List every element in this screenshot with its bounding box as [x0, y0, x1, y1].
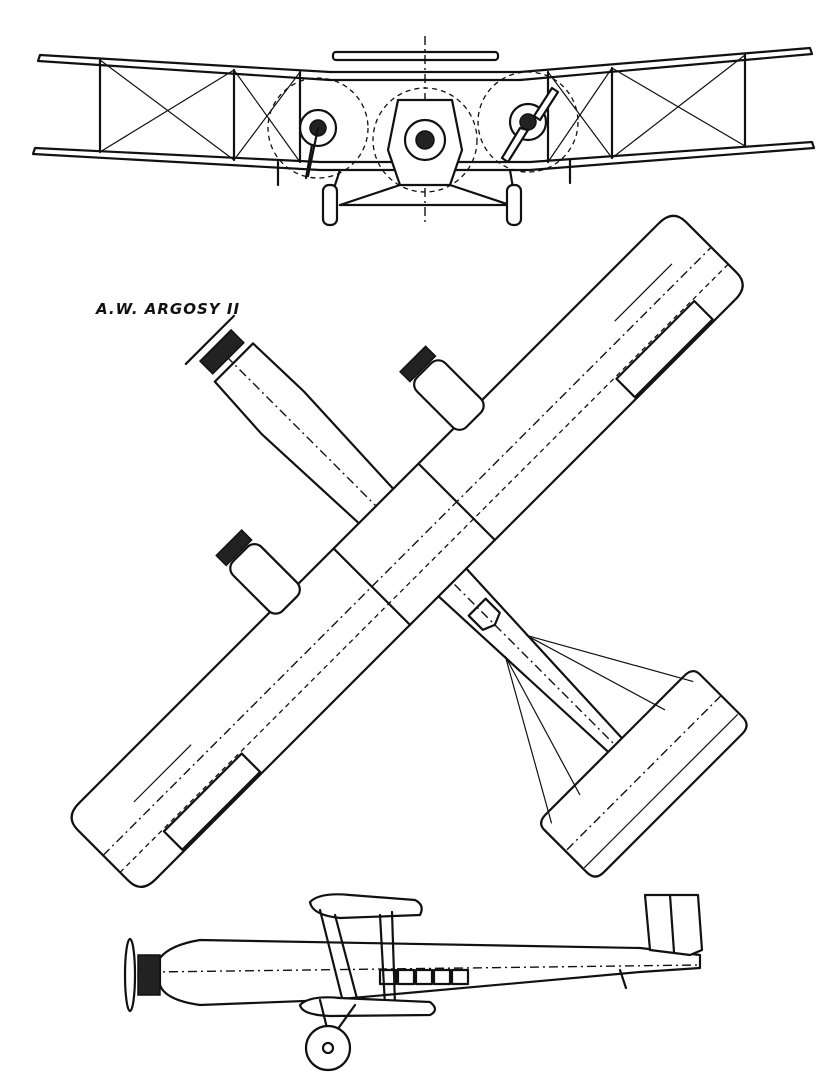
wing-engine-left [215, 529, 301, 615]
engine-centre [403, 118, 447, 162]
plan-view [70, 214, 748, 888]
front-view [31, 36, 816, 227]
side-nose-engine [123, 937, 161, 1013]
cabin-windows [378, 968, 470, 986]
engine-left [298, 108, 338, 180]
main-gear [304, 998, 357, 1072]
side-view [123, 893, 704, 1072]
tail-plane [540, 670, 748, 878]
fin-rudder [643, 893, 704, 957]
engine-right [500, 86, 560, 164]
nose-engine [184, 314, 245, 375]
wing-engine-right [399, 345, 485, 431]
drawing-title: A.W. ARGOSY II [96, 300, 241, 318]
